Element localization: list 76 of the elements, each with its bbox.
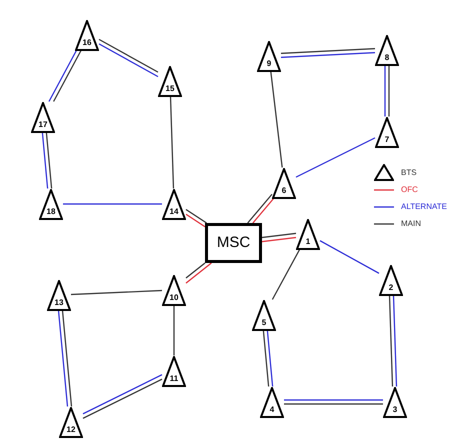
bts-triangle (162, 356, 186, 386)
node-number: 17 (38, 120, 48, 128)
bts-triangle (162, 274, 186, 306)
bts-triangle (158, 66, 182, 96)
link-line (266, 330, 274, 387)
link-line (270, 71, 283, 168)
bts-triangle (383, 386, 407, 418)
node-number: 4 (270, 404, 274, 414)
node-number: 12 (66, 424, 76, 434)
node-label: MSC (216, 232, 250, 253)
link-line (46, 132, 52, 189)
link-line (388, 295, 394, 387)
link-line (272, 249, 300, 300)
link-line (70, 290, 162, 296)
link-line (320, 240, 380, 274)
node-number: 16 (82, 38, 92, 46)
bts-triangle (375, 116, 399, 148)
link-line (62, 310, 72, 407)
node-number: 5 (262, 318, 266, 326)
bts-triangle (260, 386, 284, 418)
node-number: 9 (266, 58, 272, 68)
legend-label: BTS (401, 166, 417, 178)
link-line (170, 96, 174, 189)
bts-triangle (47, 280, 71, 310)
link-line (48, 50, 77, 102)
link-line (280, 48, 376, 54)
bts-triangle (59, 406, 83, 438)
node-number: 10 (170, 292, 178, 302)
link-line (252, 198, 274, 224)
node-number: 2 (388, 282, 394, 292)
bts-triangle (257, 40, 281, 72)
bts-triangle (75, 20, 99, 50)
node-number: 14 (170, 206, 178, 216)
node-number: 13 (54, 298, 64, 306)
bts-triangle (296, 218, 320, 250)
msc-box (205, 223, 262, 263)
bts-triangle (379, 264, 403, 296)
node-number: 11 (170, 374, 178, 382)
node-number: 3 (392, 404, 398, 414)
link-line (186, 262, 212, 284)
legend-label: ALTERNATE (401, 200, 447, 212)
node-number: 8 (384, 52, 390, 62)
bts-triangle (252, 300, 276, 330)
bts-triangle (375, 34, 399, 66)
link-line (98, 43, 158, 78)
node-number: 7 (384, 134, 390, 144)
link-line (262, 232, 296, 238)
bts-triangle (39, 188, 63, 220)
link-line (63, 203, 162, 205)
link-line (186, 214, 206, 228)
bts-triangle (31, 102, 55, 132)
link-line (262, 236, 296, 242)
link-line (247, 194, 272, 224)
link-line (42, 132, 48, 189)
link-line (280, 52, 376, 58)
node-number: 1 (306, 236, 310, 246)
node-number: 18 (46, 206, 56, 216)
node-number: 6 (282, 186, 286, 194)
link-line (384, 66, 386, 116)
link-line (186, 209, 207, 224)
link-line (296, 137, 376, 178)
link-line (388, 66, 390, 116)
legend-label: OFC (401, 184, 418, 196)
bts-triangle (162, 188, 186, 220)
link-line (262, 330, 270, 387)
bts-triangle (272, 168, 296, 198)
link-line (284, 399, 383, 401)
link-line (98, 38, 158, 73)
link-line (284, 403, 383, 405)
link-line (186, 262, 206, 278)
link-line (53, 50, 82, 102)
link-line (392, 295, 398, 387)
node-number: 15 (166, 84, 174, 92)
legend-label: MAIN (401, 218, 421, 230)
link-line (173, 306, 175, 356)
link-line (58, 310, 68, 407)
